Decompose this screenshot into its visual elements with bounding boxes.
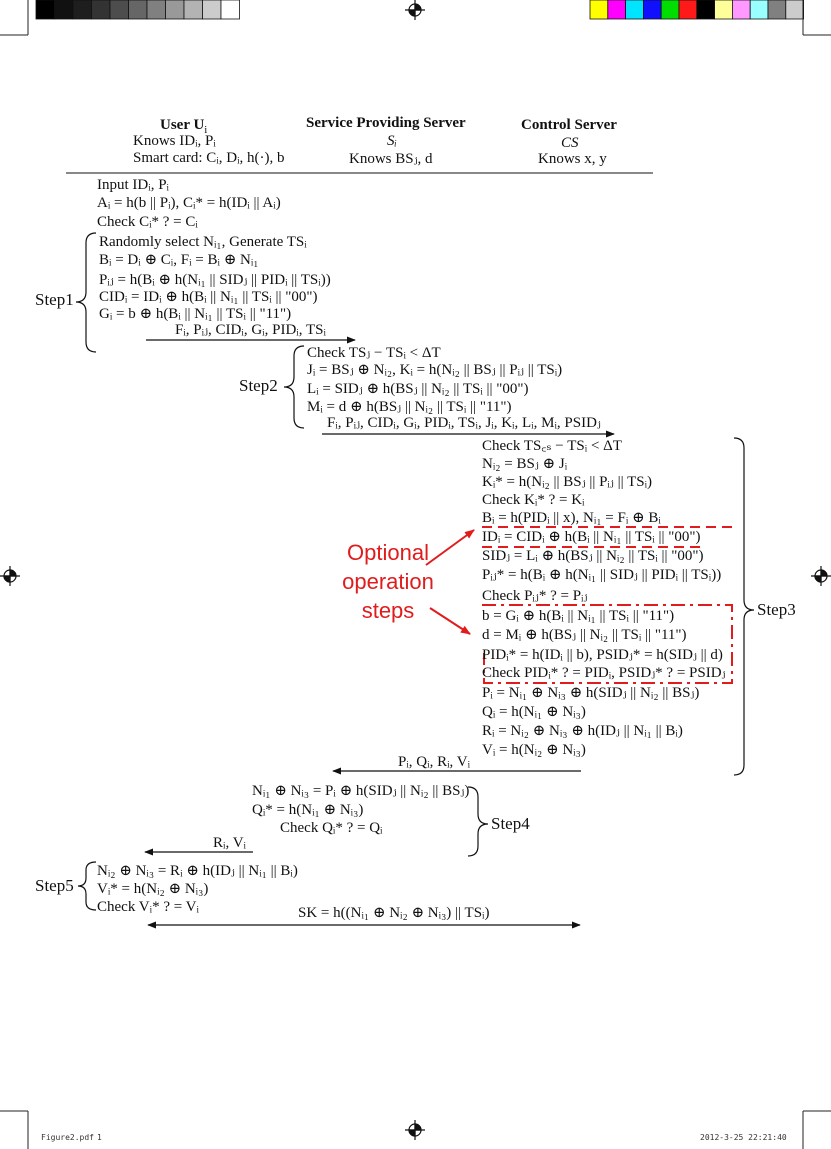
calibration-swatch — [35, 0, 55, 20]
color-calibration-bar — [589, 0, 804, 20]
calibration-swatch — [202, 0, 222, 20]
cs-column-title: Control Server — [521, 117, 617, 133]
step5-brace — [77, 861, 97, 911]
step3-line: Rᵢ = Nᵢ₂ ⊕ Nᵢ₃ ⊕ h(IDⱼ || Nᵢ₁ || Bᵢ) — [482, 723, 683, 739]
sps-column-title: Service Providing Server — [306, 115, 466, 131]
calibration-swatch — [767, 0, 787, 20]
step3-line: Check TS꜀ₛ − TSᵢ < ΔT — [482, 438, 622, 454]
pre-line: Aᵢ = h(b || Pᵢ), Cᵢ* = h(IDᵢ || Aᵢ) — [97, 195, 281, 211]
step5-line: Vᵢ* = h(Nᵢ₂ ⊕ Nᵢ₃) — [97, 881, 209, 897]
step5-line: Check Vᵢ* ? = Vᵢ — [97, 899, 199, 915]
calibration-swatch — [696, 0, 715, 20]
step3-line: IDᵢ = CIDᵢ ⊕ h(Bᵢ || Nᵢ₁ || TSᵢ || "00") — [482, 529, 701, 545]
calibration-swatch — [91, 0, 111, 20]
step3-line: d = Mᵢ ⊕ h(BSⱼ || Nᵢ₂ || TSᵢ || "11") — [482, 627, 687, 643]
step4-label: Step4 — [491, 814, 530, 833]
calibration-swatch — [589, 0, 609, 20]
step3-line: Kᵢ* = h(Nᵢ₂ || BSⱼ || Pᵢⱼ || TSᵢ) — [482, 474, 653, 490]
optional-steps-annotation — [425, 526, 733, 684]
user-knows: Knows IDᵢ, Pᵢ — [133, 133, 216, 149]
step4-brace — [467, 786, 489, 857]
calibration-swatch — [678, 0, 698, 20]
step3-message: Pᵢ, Qᵢ, Rᵢ, Vᵢ — [398, 754, 471, 770]
calibration-swatch — [128, 0, 148, 20]
step2-message: Fᵢ, Pᵢⱼ, CIDᵢ, Gᵢ, PIDᵢ, TSᵢ, Jᵢ, Kᵢ, Lᵢ… — [327, 415, 601, 431]
step5-label: Step5 — [35, 876, 74, 895]
step1-label: Step1 — [35, 290, 74, 309]
calibration-swatch — [146, 0, 166, 20]
step2-line: Mᵢ = d ⊕ h(BSⱼ || Nᵢ₂ || TSᵢ || "11") — [307, 399, 512, 415]
registration-mark-left — [0, 566, 20, 586]
step3-line: Nᵢ₂ = BSⱼ ⊕ Jᵢ — [482, 456, 568, 472]
calibration-swatch — [714, 0, 733, 20]
step2-label: Step2 — [239, 376, 278, 395]
optional-operation-steps-label: Optional operation steps — [342, 540, 434, 623]
footer-timestamp: 2012-3-25 22:21:40 — [700, 1133, 787, 1142]
calibration-swatch — [220, 0, 240, 20]
calibration-swatch — [165, 0, 185, 20]
calibration-swatch — [732, 0, 751, 20]
calibration-swatch — [660, 0, 680, 20]
step3-line: Pᵢ = Nᵢ₁ ⊕ Nᵢ₃ ⊕ h(SIDⱼ || Nᵢ₂ || BSⱼ) — [482, 685, 700, 701]
step1-line: Gᵢ = b ⊕ h(Bᵢ || Nᵢ₁ || TSᵢ || "11") — [99, 306, 292, 322]
step3-line: Check Kᵢ* ? = Kᵢ — [482, 492, 585, 508]
step2-line: Lᵢ = SIDⱼ ⊕ h(BSⱼ || Nᵢ₂ || TSᵢ || "00") — [307, 381, 529, 397]
step3-line: Check PIDᵢ* ? = PIDᵢ, PSIDⱼ* ? = PSIDⱼ — [482, 665, 726, 681]
registration-mark-bottom — [405, 1120, 425, 1140]
step3-line: Pᵢⱼ* = h(Bᵢ ⊕ h(Nᵢ₁ || SIDⱼ || PIDᵢ || T… — [482, 567, 722, 583]
calibration-swatch — [54, 0, 74, 20]
user-smart-card: Smart card: Cᵢ, Dᵢ, h(·), b — [133, 150, 285, 166]
step4-line: Check Qᵢ* ? = Qᵢ — [280, 820, 383, 836]
step3-line: b = Gᵢ ⊕ h(Bᵢ || Nᵢ₁ || TSᵢ || "11") — [482, 608, 675, 624]
step3-line: Vᵢ = h(Nᵢ₂ ⊕ Nᵢ₃) — [482, 742, 586, 758]
step1-line: Pᵢⱼ = h(Bᵢ ⊕ h(Nᵢ₁ || SIDⱼ || PIDᵢ || TS… — [99, 272, 331, 288]
step1-brace — [75, 232, 97, 353]
step1-line: Bᵢ = Dᵢ ⊕ Cᵢ, Fᵢ = Bᵢ ⊕ Nᵢ₁ — [99, 252, 259, 268]
step2-line: Check TSⱼ − TSᵢ < ΔT — [307, 345, 441, 361]
cs-symbol: CS — [561, 135, 579, 151]
calibration-swatch — [607, 0, 626, 20]
pre-line: Check Cᵢ* ? = Cᵢ — [97, 214, 198, 230]
step1-line: CIDᵢ = IDᵢ ⊕ h(Bᵢ || Nᵢ₁ || TSᵢ || "00") — [99, 289, 318, 305]
step3-line: Qᵢ = h(Nᵢ₁ ⊕ Nᵢ₃) — [482, 704, 586, 720]
calibration-swatch — [183, 0, 203, 20]
calibration-swatch — [625, 0, 644, 20]
user-column-title: User Ui — [160, 117, 208, 136]
calibration-swatch — [109, 0, 129, 20]
step2-line: Jᵢ = BSⱼ ⊕ Nᵢ₂, Kᵢ = h(Nᵢ₂ || BSⱼ || Pᵢⱼ… — [307, 362, 563, 378]
cs-knows: Knows x, y — [538, 151, 607, 167]
footer-page: 1 — [97, 1133, 102, 1142]
sps-knows: Knows BSⱼ, d — [349, 151, 433, 167]
step3-line: Bᵢ = h(PIDᵢ || x), Nᵢ₁ = Fᵢ ⊕ Bᵢ — [482, 510, 661, 526]
session-key: SK = h((Nᵢ₁ ⊕ Nᵢ₂ ⊕ Nᵢ₃) || TSᵢ) — [298, 905, 490, 921]
sps-symbol: Sᵢ — [387, 133, 397, 149]
calibration-swatch — [749, 0, 769, 20]
step4-line: Nᵢ₁ ⊕ Nᵢ₃ = Pᵢ ⊕ h(SIDⱼ || Nᵢ₂ || BSⱼ) — [252, 783, 470, 799]
calibration-swatch — [643, 0, 662, 20]
step2-brace — [283, 345, 305, 429]
step3-line: PIDᵢ* = h(IDᵢ || b), PSIDⱼ* = h(SIDⱼ || … — [482, 647, 723, 663]
pre-line: Input IDᵢ, Pᵢ — [97, 177, 169, 193]
step1-message: Fᵢ, Pᵢⱼ, CIDᵢ, Gᵢ, PIDᵢ, TSᵢ — [175, 322, 326, 338]
registration-mark-right — [811, 566, 831, 586]
step5-line: Nᵢ₂ ⊕ Nᵢ₃ = Rᵢ ⊕ h(IDⱼ || Nᵢ₁ || Bᵢ) — [97, 863, 298, 879]
step3-brace — [733, 437, 755, 776]
step3-line: Check Pᵢⱼ* ? = Pᵢⱼ — [482, 588, 588, 604]
step3-label: Step3 — [757, 600, 796, 619]
calibration-swatch — [785, 0, 804, 20]
calibration-swatch — [72, 0, 92, 20]
step3-line: SIDⱼ = Lᵢ ⊕ h(BSⱼ || Nᵢ₂ || TSᵢ || "00") — [482, 548, 704, 564]
registration-mark-top — [405, 0, 425, 20]
step4-message: Rᵢ, Vᵢ — [213, 835, 246, 851]
footer-filename: Figure2.pdf — [41, 1133, 94, 1142]
step4-line: Qᵢ* = h(Nᵢ₁ ⊕ Nᵢ₃) — [252, 802, 364, 818]
step1-line: Randomly select Nᵢ₁, Generate TSᵢ — [99, 234, 307, 250]
grayscale-calibration-bar — [35, 0, 240, 20]
